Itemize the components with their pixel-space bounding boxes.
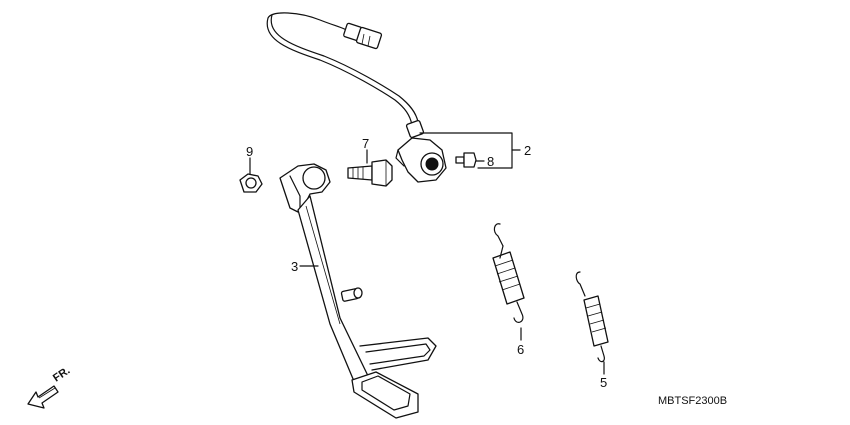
pivot-bolt [347,149,393,187]
wire-harness-upper [267,12,351,33]
side-stand-switch-assembly [266,12,521,183]
callout-9: 9 [246,144,253,159]
switch-bolt [455,152,485,168]
pivot-nut [239,157,263,193]
spring-5 [575,271,609,375]
front-direction-indicator: FR. [27,365,72,409]
spring-6 [492,223,525,341]
diagram-code: MBTSF2300B [658,395,727,407]
direction-label: FR. [51,365,72,385]
side-stand-switch [395,119,447,183]
callout-6: 6 [517,342,524,357]
callout-2: 2 [524,143,531,158]
wire-harness [266,17,413,126]
wire-harness-strand [270,14,419,123]
side-stand [279,163,437,419]
callout-3: 3 [291,259,298,274]
callout-8: 8 [487,154,494,169]
callout-5: 5 [600,375,607,390]
wire-connector [343,22,383,50]
front-arrow-icon [27,385,59,409]
callout-7: 7 [362,136,369,151]
